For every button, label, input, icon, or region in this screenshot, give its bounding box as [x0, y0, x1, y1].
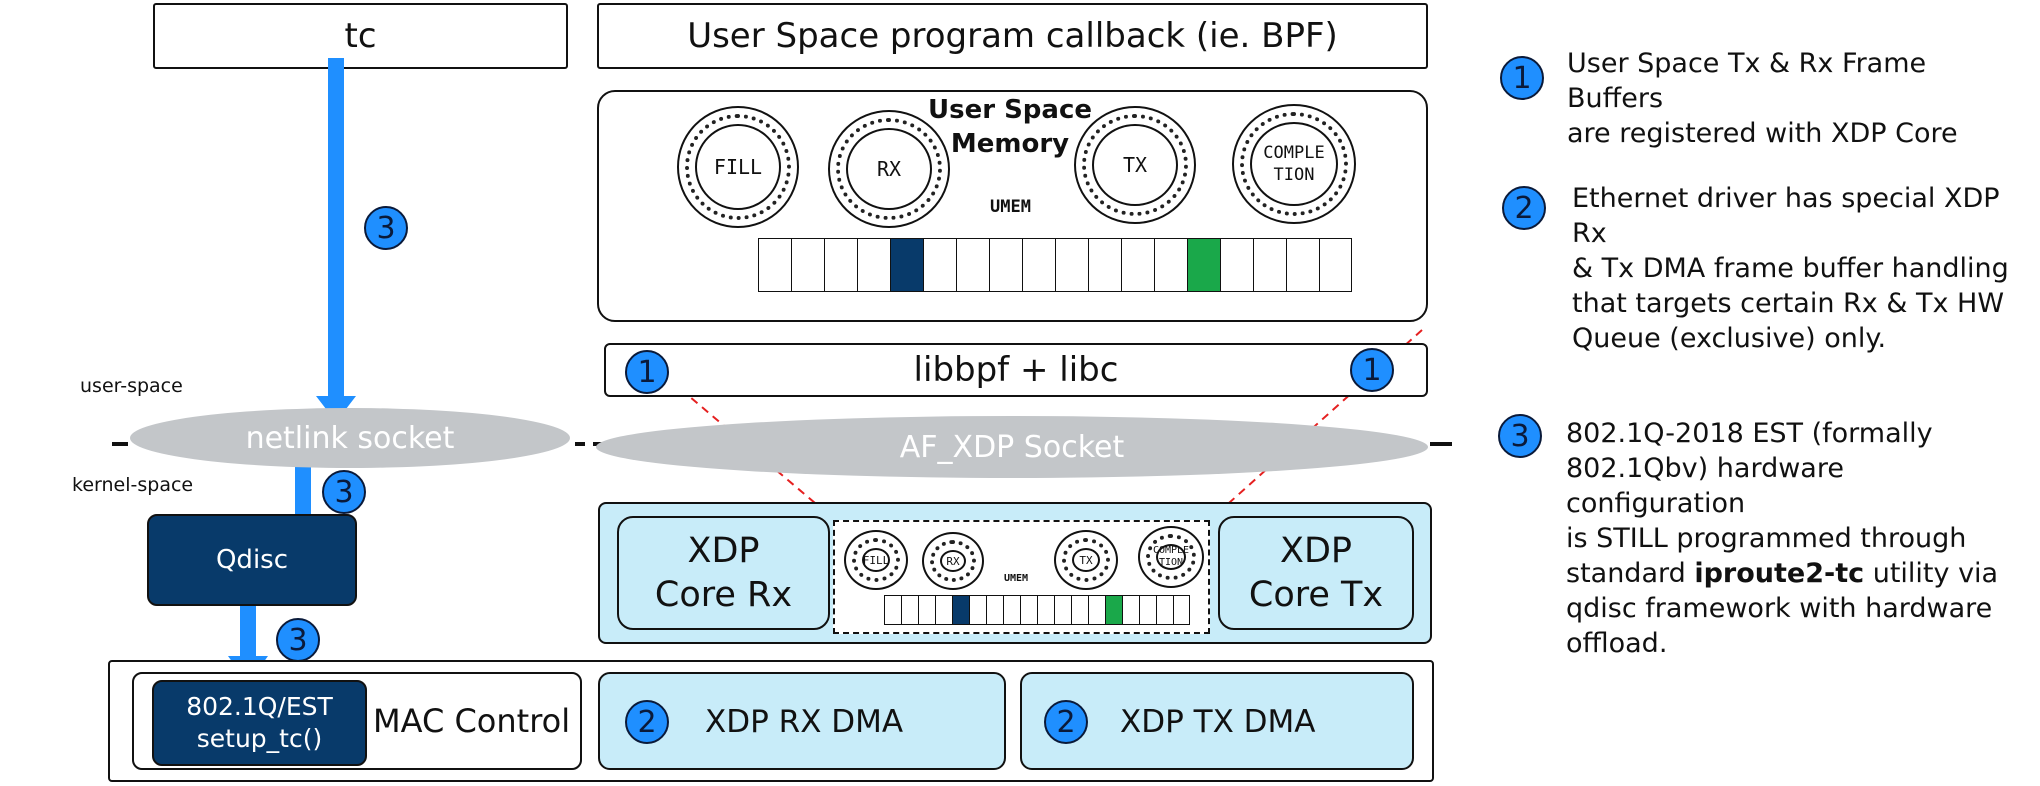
umem-cell — [1022, 238, 1056, 292]
legend-badge-2: 2 — [1502, 186, 1546, 230]
mini-tx-ring: TX — [1054, 530, 1118, 590]
xdp-core-rx-label: XDP Core Rx — [654, 531, 793, 615]
callback-box: User Space program callback (ie. BPF) — [597, 3, 1428, 69]
callback-label: User Space program callback (ie. BPF) — [687, 16, 1338, 56]
af-xdp-socket: AF_XDP Socket — [596, 416, 1428, 478]
mini-umem-cell — [1037, 595, 1055, 625]
umem-label: UMEM — [990, 197, 1031, 217]
netlink-label: netlink socket — [245, 420, 455, 456]
mini-umem-cell — [1139, 595, 1157, 625]
legend-item-3-bold: iproute2-tc — [1694, 558, 1865, 589]
af-xdp-label: AF_XDP Socket — [899, 429, 1125, 465]
qdisc-box: Qdisc — [147, 514, 357, 606]
est-label: 802.1Q/EST setup_tc() — [186, 692, 333, 753]
mac-control-label: MAC Control — [373, 702, 571, 740]
legend-item-1: User Space Tx & Rx Frame Buffers are reg… — [1567, 48, 1958, 149]
mini-umem-cell — [1156, 595, 1174, 625]
badge-2-tx-dma: 2 — [1044, 700, 1088, 744]
mini-umem-cell — [884, 595, 902, 625]
mini-umem-cell — [1173, 595, 1190, 625]
mini-umem-cell — [918, 595, 936, 625]
umem-cell-tx — [1187, 238, 1221, 292]
umem-cell — [1121, 238, 1155, 292]
umem-cell — [989, 238, 1023, 292]
umem-cell — [1286, 238, 1320, 292]
umem-cell — [1319, 238, 1352, 292]
mini-umem-cell — [935, 595, 953, 625]
legend-item-3-pre: 802.1Q-2018 EST (formally 802.1Qbv) hard… — [1566, 418, 1967, 589]
mini-rx-ring: RX — [922, 532, 984, 590]
xdp-core-rx-box: XDP Core Rx — [617, 516, 830, 630]
tc-label: tc — [344, 16, 377, 56]
badge-1-left: 1 — [625, 350, 669, 394]
umem-cell-rx — [890, 238, 924, 292]
kernel-space-label: kernel-space — [72, 474, 194, 496]
fill-ring: FILL — [677, 106, 799, 228]
legend-item-2: Ethernet driver has special XDP Rx & Tx … — [1572, 183, 2009, 354]
xdp-rx-dma-label: XDP RX DMA — [705, 704, 904, 740]
libbpf-box: libbpf + libc — [604, 343, 1428, 397]
mini-umem-label: UMEM — [1004, 573, 1029, 584]
mini-umem-cell — [1122, 595, 1140, 625]
qdisc-label: Qdisc — [215, 545, 289, 575]
umem-cell — [956, 238, 990, 292]
mini-completion-ring: COMPLE TION — [1138, 526, 1204, 588]
mini-umem-cell — [986, 595, 1004, 625]
umem-cell — [824, 238, 858, 292]
arrow-netlink-qdisc — [295, 462, 311, 522]
umem-cell — [791, 238, 825, 292]
mini-umem-cell — [969, 595, 987, 625]
badge-3-netlink: 3 — [322, 470, 366, 514]
mini-fill-ring: FILL — [844, 530, 908, 590]
umem-cell — [1154, 238, 1188, 292]
mini-umem-cell — [901, 595, 919, 625]
user-space-label: user-space — [80, 375, 183, 397]
est-box: 802.1Q/EST setup_tc() — [152, 680, 367, 766]
mini-umem-cell — [1054, 595, 1072, 625]
xdp-tx-dma-label: XDP TX DMA — [1120, 704, 1316, 740]
legend-badge-3: 3 — [1498, 414, 1542, 458]
xdp-core-tx-label: XDP Core Tx — [1248, 531, 1384, 615]
mini-umem-cell — [1003, 595, 1021, 625]
badge-3-tc: 3 — [364, 206, 408, 250]
netlink-socket: netlink socket — [130, 408, 570, 468]
mini-umem-cell — [1088, 595, 1106, 625]
umem-cell — [1088, 238, 1122, 292]
legend-item-3: 802.1Q-2018 EST (formally 802.1Qbv) hard… — [1566, 416, 2026, 661]
mini-umem-cell — [1071, 595, 1089, 625]
arrow-tc-netlink — [328, 58, 344, 398]
umem-cell — [758, 238, 792, 292]
xdp-core-tx-box: XDP Core Tx — [1218, 516, 1414, 630]
tx-ring: TX — [1074, 106, 1196, 224]
umem-cell — [923, 238, 957, 292]
libbpf-label: libbpf + libc — [913, 350, 1119, 390]
legend-item-3-post: utility via qdisc framework with hardwar… — [1566, 558, 1999, 659]
arrow-qdisc-est — [240, 602, 256, 658]
umem-cell — [1253, 238, 1287, 292]
mini-umem-cell-rx — [952, 595, 970, 625]
badge-2-rx-dma: 2 — [625, 700, 669, 744]
badge-3-qdisc: 3 — [276, 618, 320, 662]
badge-1-right: 1 — [1350, 348, 1394, 392]
completion-ring: COMPLE TION — [1232, 104, 1356, 224]
umem-buffer — [758, 238, 1352, 292]
mini-umem-cell — [1020, 595, 1038, 625]
mini-umem-cell-tx — [1105, 595, 1123, 625]
legend-badge-1: 1 — [1500, 56, 1544, 100]
xdp-tx-dma-box — [1020, 672, 1414, 770]
user-space-memory-label: User Space Memory — [927, 95, 1093, 159]
rx-ring: RX — [828, 110, 950, 228]
mini-umem-buffer — [884, 595, 1198, 625]
umem-cell — [1055, 238, 1089, 292]
tc-box: tc — [153, 3, 568, 69]
umem-cell — [1220, 238, 1254, 292]
umem-cell — [857, 238, 891, 292]
